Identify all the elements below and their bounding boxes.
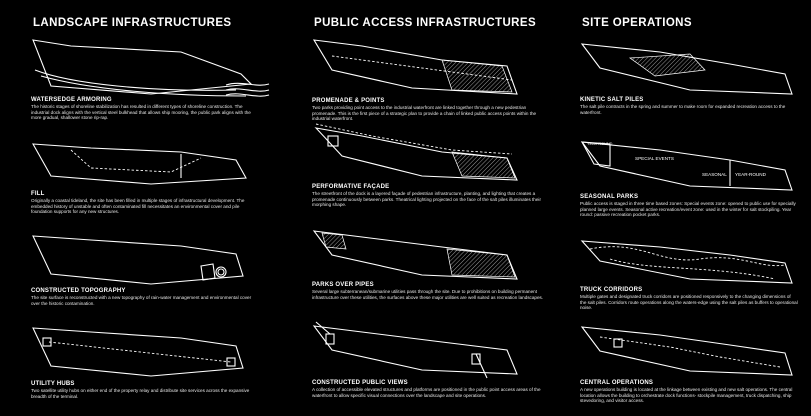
- column-site-operations: SITE OPERATIONS KINETIC SALT PILES The s…: [580, 0, 805, 416]
- panel-body: The site surface is reconstructed with a…: [31, 295, 252, 306]
- facade-diagram: [314, 123, 518, 181]
- zone-label-seasonal: SEASONAL: [702, 172, 727, 177]
- views-diagram: [312, 321, 518, 379]
- zone-label-special-events: SPECIAL EVENTS: [635, 156, 674, 161]
- truck-diagram: [580, 240, 793, 284]
- panel-kinetic-salt-piles: KINETIC SALT PILES The salt pile contrac…: [580, 40, 805, 128]
- utility-diagram: [32, 327, 244, 377]
- column-title: PUBLIC ACCESS INFRASTRUCTURES: [314, 17, 537, 29]
- topography-diagram: [32, 235, 244, 285]
- panel-watersedge-armoring: WATERSEDGE ARMORING The historic stages …: [31, 39, 271, 140]
- panel-constructed-topography: CONSTRUCTED TOPOGRAPHY The site surface …: [31, 230, 271, 310]
- panel-body: A collection of accessible elevated stru…: [312, 387, 541, 398]
- panel-title: CONSTRUCTED PUBLIC VIEWS: [312, 380, 408, 386]
- panel-title: WATERSEDGE ARMORING: [31, 97, 112, 103]
- column-public-access: PUBLIC ACCESS INFRASTRUCTURES PROMENADE …: [312, 0, 552, 416]
- panel-promenade-points: PROMENADE & POINTS Two parks providing p…: [312, 36, 552, 136]
- panel-title: PROMENADE & POINTS: [312, 98, 385, 104]
- zone-label-year-round-a: YEAR ROUND: [587, 142, 613, 146]
- column-title: SITE OPERATIONS: [582, 17, 692, 29]
- salt-pile-diagram: [580, 43, 793, 95]
- fill-diagram: [32, 143, 247, 185]
- panel-title: CONSTRUCTED TOPOGRAPHY: [31, 288, 126, 294]
- zone-label-year-round-b: YEAR-ROUND: [735, 172, 766, 177]
- pipes-diagram: [312, 230, 518, 280]
- panel-title: PARKS OVER PIPES: [312, 282, 374, 288]
- panel-constructed-public-views: CONSTRUCTED PUBLIC VIEWS A collection of…: [312, 320, 552, 416]
- panel-utility-hubs: UTILITY HUBS Two satellite utility hubs …: [31, 322, 271, 416]
- panel-title: CENTRAL OPERATIONS: [580, 380, 654, 386]
- panel-body: Multiple gates and designated truck corr…: [580, 294, 798, 311]
- panel-central-operations: CENTRAL OPERATIONS A new operations buil…: [580, 323, 805, 416]
- panel-body: Public access is staged in three time ba…: [580, 201, 796, 218]
- panel-performative-facade: PERFORMATIVE FAÇADE The streetfront of t…: [312, 122, 552, 222]
- panel-title: UTILITY HUBS: [31, 381, 75, 387]
- panel-fill: FILL Originally a coastal tideland, the …: [31, 138, 271, 228]
- panel-title: KINETIC SALT PILES: [580, 97, 644, 103]
- panel-body: The historic stages of shoreline stabili…: [31, 104, 251, 121]
- panel-body: Two parks providing point access to the …: [312, 105, 537, 122]
- panel-title: FILL: [31, 191, 45, 197]
- watersedge-diagram: [32, 39, 270, 97]
- column-title: LANDSCAPE INFRASTRUCTURES: [33, 17, 232, 29]
- panel-title: TRUCK CORRIDORS: [580, 287, 643, 293]
- panel-parks-over-pipes: PARKS OVER PIPES Several large subterran…: [312, 225, 552, 315]
- panel-truck-corridors: TRUCK CORRIDORS Multiple gates and desig…: [580, 235, 805, 323]
- panel-body: Two satellite utility hubs on either end…: [31, 388, 250, 399]
- seasonal-diagram: [580, 141, 793, 191]
- panel-body: Several large subterranean/submarine uti…: [312, 289, 544, 300]
- promenade-diagram: [312, 39, 518, 95]
- panel-body: The salt pile contracts in the spring an…: [580, 104, 786, 115]
- panel-title: PERFORMATIVE FAÇADE: [312, 184, 390, 190]
- panel-body: A new operations building is located at …: [580, 387, 793, 404]
- panel-seasonal-parks: YEAR ROUND SPECIAL EVENTS SEASONAL YEAR-…: [580, 136, 805, 236]
- central-ops-diagram: [580, 326, 793, 376]
- panel-body: The streetfront of the dock is a layered…: [312, 191, 541, 208]
- column-landscape: LANDSCAPE INFRASTRUCTURES WATERSEDGE ARM…: [31, 0, 271, 416]
- panel-body: Originally a coastal tideland, the site …: [31, 198, 245, 215]
- panel-title: SEASONAL PARKS: [580, 194, 639, 200]
